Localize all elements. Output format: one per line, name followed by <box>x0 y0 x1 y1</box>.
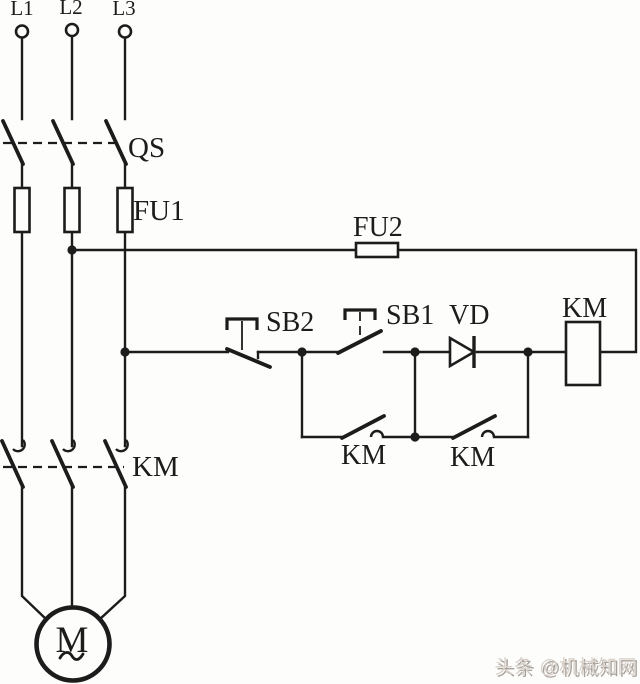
fu1-fuse-l2 <box>63 186 81 234</box>
vd-label: VD <box>449 300 489 331</box>
km-main-hook-l3-icon <box>115 439 129 453</box>
junction-node-c <box>523 347 533 357</box>
l3-terminal-icon <box>117 24 133 39</box>
wires <box>20 34 638 621</box>
km-main-blade-l3 <box>103 439 128 489</box>
km-aux-contact: KM <box>450 414 497 473</box>
sb2-label: SB2 <box>266 307 314 338</box>
control-feed-wire <box>70 248 638 354</box>
km-aux-label: KM <box>450 442 495 473</box>
fu1-fuse-l3 <box>116 186 134 234</box>
l3-label: L3 <box>112 0 135 20</box>
junction-l3-rung-tap <box>120 347 130 357</box>
l2-label: L2 <box>59 0 82 19</box>
km-coil-body <box>564 320 602 387</box>
l2-terminal-icon <box>64 22 80 38</box>
km-main-contacts: KM <box>0 439 179 489</box>
l1-label: L1 <box>10 0 33 20</box>
l3-wire-bottom <box>98 485 127 621</box>
qs-disconnect-switch: QS <box>1 119 165 166</box>
km-contactor-coil: KM <box>562 293 607 387</box>
sb2-contact-blade <box>225 347 272 369</box>
km-main-hook-l1-icon <box>12 439 26 453</box>
km-self-latch-label: KM <box>341 440 386 471</box>
motor-ac-tilde-icon <box>58 651 85 661</box>
l1-terminal-icon <box>14 24 30 39</box>
km-main-label: KM <box>132 451 179 483</box>
l1-wire-bottom <box>20 485 48 621</box>
fu1-fuse-l1 <box>13 186 31 234</box>
watermark-text: 头条 @机械知网 <box>494 657 637 678</box>
sb1-contact-blade <box>336 329 383 355</box>
qs-blade-l1 <box>1 119 25 166</box>
junction-dots <box>67 245 533 442</box>
km-main-hook-l2-icon <box>62 439 76 453</box>
junction-node-a <box>297 347 307 357</box>
sb2-stop-button: SB2 <box>225 307 314 369</box>
junction-node-b <box>410 347 420 357</box>
vd-anode-triangle-icon <box>448 335 477 369</box>
km-self-latch-contact: KM <box>340 414 386 471</box>
vd-diode: VD <box>448 300 489 369</box>
km-self-latch-blade <box>340 414 386 440</box>
km-coil-label: KM <box>562 293 607 324</box>
sb1-label: SB1 <box>386 300 434 331</box>
sb1-start-button: SB1 <box>336 300 434 355</box>
fu2-fuse-body <box>354 241 400 259</box>
fu2-label: FU2 <box>353 212 403 243</box>
fu2-control-fuse: FU2 <box>353 212 403 259</box>
km-self-latch-fixed-contact-icon <box>369 429 385 438</box>
junction-branch-mid <box>410 432 420 442</box>
km-aux-blade <box>451 414 497 440</box>
motor-circle-icon <box>34 605 112 683</box>
km-main-blade-l1 <box>0 439 25 489</box>
qs-label: QS <box>128 132 165 164</box>
motor: M <box>34 605 112 683</box>
junction-l2-control-tap <box>67 245 77 255</box>
km-aux-fixed-contact-icon <box>480 429 496 438</box>
sb2-button-cap-icon <box>225 317 259 330</box>
three-phase-supply: L1 L2 L3 <box>10 0 136 39</box>
fu1-label: FU1 <box>133 195 185 227</box>
km-main-blade-l2 <box>50 439 75 489</box>
sb1-button-cap-icon <box>343 308 377 320</box>
fu1-main-fuses: FU1 <box>13 186 185 234</box>
